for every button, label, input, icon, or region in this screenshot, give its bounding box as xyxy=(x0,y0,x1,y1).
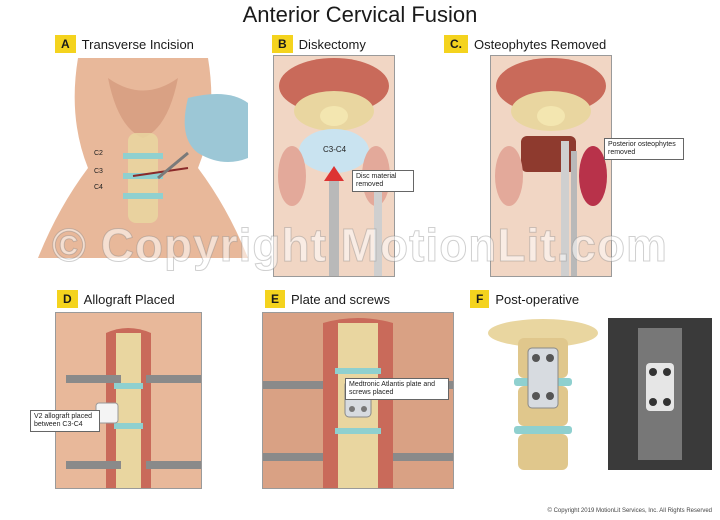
callout-plate: Medtronic Atlantis plate and screws plac… xyxy=(345,378,449,400)
panel-f-illustration xyxy=(478,318,608,470)
panel-c-label: Osteophytes Removed xyxy=(474,36,607,52)
panel-e-illustration xyxy=(262,312,454,489)
panel-e-badge: E xyxy=(265,290,286,308)
panel-c-header: C. Osteophytes Removed xyxy=(444,35,606,53)
panel-f-label: Post-operative xyxy=(495,291,580,307)
panel-d-badge: D xyxy=(57,290,78,308)
panel-d-header: D Allograft Placed xyxy=(57,290,175,308)
panel-f-badge: F xyxy=(470,290,490,308)
panel-a-badge: A xyxy=(55,35,76,53)
panel-d-label: Allograft Placed xyxy=(83,291,175,307)
panel-a-label: Transverse Incision xyxy=(81,36,194,52)
xray-image xyxy=(608,318,712,470)
vertebra-label-c2: C2 xyxy=(94,150,103,157)
vertebra-label-c3: C3 xyxy=(94,168,103,175)
panel-e-header: E Plate and screws xyxy=(265,290,390,308)
panel-b-header: B Diskectomy xyxy=(272,35,366,53)
panel-c-illustration xyxy=(490,55,612,277)
panel-b-badge: B xyxy=(272,35,293,53)
panel-d-illustration xyxy=(55,312,202,489)
panel-e-label: Plate and screws xyxy=(291,291,391,307)
panel-b-label: Diskectomy xyxy=(298,36,366,52)
panel-f-header: F Post-operative xyxy=(470,290,579,308)
panel-a-header: A Transverse Incision xyxy=(55,35,194,53)
panel-a-illustration xyxy=(38,58,248,258)
panel-c-badge: C. xyxy=(444,35,468,53)
panel-b-illustration xyxy=(273,55,395,277)
vertebra-label-c4: C4 xyxy=(94,184,103,191)
page-title: Anterior Cervical Fusion xyxy=(242,2,478,27)
callout-allograft: V2 allograft placed between C3-C4 xyxy=(30,410,100,432)
callout-osteophytes: Posterior osteophytes removed xyxy=(604,138,684,160)
disc-label: C3-C4 xyxy=(323,145,347,154)
callout-disc-removed: Disc material removed xyxy=(352,170,414,192)
copyright-footer: © Copyright 2019 MotionLit Services, Inc… xyxy=(547,508,713,514)
